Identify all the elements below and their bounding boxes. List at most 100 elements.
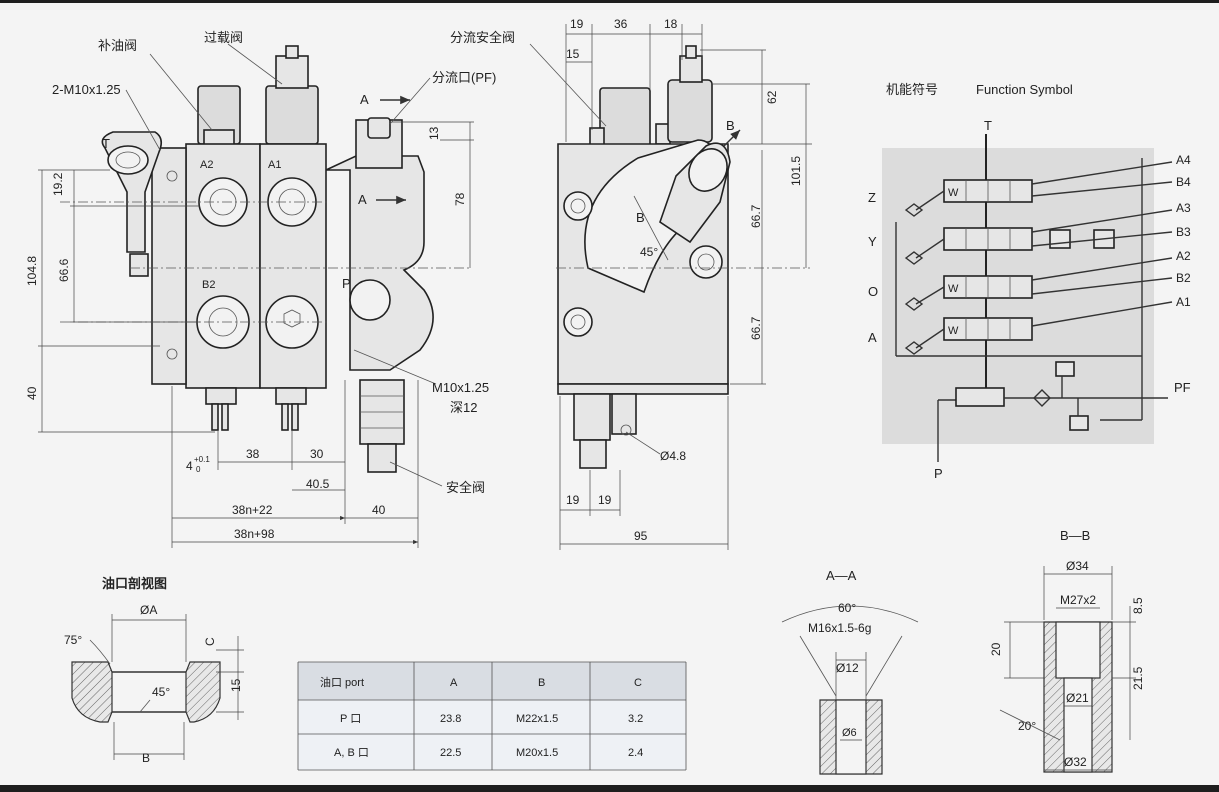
relief-valve-cap (367, 443, 397, 473)
label-function-symbol-cn: 机能符号 (886, 82, 938, 97)
symbol-spool-row-4 (915, 301, 1173, 349)
overload-valve-body (265, 85, 319, 145)
symbol-spool-row-2 (915, 209, 1173, 259)
section-a-a-angle: 60° (838, 601, 856, 615)
port-table-row-2-c: 2.4 (628, 747, 643, 759)
label-port-a-arrow: A (360, 92, 369, 107)
section-b-b-d32: Ø32 (1064, 755, 1087, 769)
t-port-bolt (129, 253, 149, 277)
dim-40-horizontal: 40 (372, 503, 386, 517)
port-section-angle-45: 45° (152, 685, 170, 699)
port-section-b: B (142, 751, 150, 765)
port-table-row-1-port: P 口 (340, 713, 361, 725)
symbol-w-1: W (948, 187, 959, 199)
t-port-opening (107, 145, 149, 175)
symbol-check-a (904, 341, 924, 355)
label-port-a-section: A (358, 192, 367, 207)
section-b-b-d21: Ø21 (1066, 691, 1089, 705)
side-overload-valve (667, 79, 713, 143)
port-table-row-1-c: 3.2 (628, 713, 643, 725)
symbol-label-a2: A2 (1176, 249, 1191, 263)
overload-valve-screw (285, 45, 299, 59)
side-port-upper (563, 191, 593, 221)
dim-30: 30 (310, 447, 324, 461)
top-border (0, 0, 1219, 3)
symbol-pf-valve (955, 387, 1005, 407)
port-b1 (265, 295, 319, 349)
section-b-b-angle-20: 20° (1018, 719, 1036, 733)
label-section-b-mid: B (636, 210, 645, 225)
port-table-row-2-port: A, B 口 (334, 747, 369, 759)
port-table-header-c: C (634, 677, 642, 689)
dim-4: 4 (186, 459, 193, 473)
side-relief-cap (579, 439, 607, 469)
symbol-label-z: Z (868, 190, 876, 205)
side-view (556, 45, 810, 469)
port-section-15: 15 (229, 678, 243, 692)
symbol-label-o: O (868, 284, 878, 299)
dim-19-bottom-1: 19 (566, 493, 580, 507)
section-b-b-d8-5: 8.5 (1131, 597, 1145, 614)
section-a-a-thread: M16x1.5-6g (808, 621, 871, 635)
section-b-b (999, 566, 1136, 773)
side-replenish-valve (599, 87, 651, 149)
label-thread-2m10: 2-M10x1.25 (52, 82, 121, 97)
symbol-label-b3: B3 (1176, 225, 1191, 239)
symbol-w-3: W (948, 283, 959, 295)
port-section-c: C (203, 637, 217, 646)
port-p (349, 279, 391, 321)
dim-95: 95 (634, 529, 648, 543)
port-section-view (71, 614, 244, 760)
dim-38n22: 38n+22 (232, 503, 273, 517)
inlet-relief-cap (355, 119, 403, 169)
label-hole-dia: Ø4.8 (660, 449, 686, 463)
dim-4-tol-dn: 0 (196, 465, 201, 474)
section-b-b-title: B—B (1060, 528, 1090, 543)
port-table (297, 661, 687, 771)
spool-1-cap (205, 387, 237, 405)
section-b-b-d21-5: 21.5 (1131, 666, 1145, 690)
bottom-border (0, 785, 1219, 792)
dim-40-5: 40.5 (306, 477, 330, 491)
port-table-header-b: B (538, 677, 545, 689)
side-port-mid (689, 245, 723, 279)
dim-78: 78 (453, 192, 467, 206)
section-a-a-d6: Ø6 (842, 727, 857, 739)
dim-36: 36 (614, 17, 628, 31)
dim-4-tol-up: +0.1 (194, 455, 210, 464)
spool-2-cap (275, 387, 307, 405)
section-b-b-thread: M27x2 (1060, 593, 1096, 607)
symbol-check-z (904, 203, 924, 217)
label-port-a1: A1 (268, 159, 281, 171)
side-overload-cap (679, 55, 703, 83)
inlet-section (325, 155, 434, 371)
port-table-header-a: A (450, 677, 458, 689)
dim-66-6: 66.6 (57, 258, 71, 282)
dim-45: 45° (640, 245, 658, 259)
front-view (60, 45, 470, 473)
section-a-a (781, 605, 919, 775)
symbol-spool-row-3 (915, 257, 1173, 305)
section-b-b-d20: 20 (989, 642, 1003, 656)
symbol-label-b4: B4 (1176, 175, 1191, 189)
left-end-plate (151, 147, 187, 385)
side-relief-body (573, 393, 611, 441)
dim-13: 13 (427, 126, 441, 140)
label-relief-valve: 安全阀 (446, 480, 485, 495)
port-table-row-2-a: 22.5 (440, 747, 461, 759)
dim-19-bottom-2: 19 (598, 493, 612, 507)
label-section-b-top: B (726, 118, 735, 133)
dim-38n98: 38n+98 (234, 527, 275, 541)
port-section-right-wall (185, 661, 221, 723)
dim-40-vertical: 40 (25, 386, 39, 400)
port-section-title: 油口剖视图 (102, 576, 167, 591)
label-overload-valve: 过载阀 (204, 30, 243, 45)
dim-15: 15 (566, 47, 580, 61)
label-thread-m10: M10x1.25 (432, 380, 489, 395)
label-port-b2: B2 (202, 279, 215, 291)
inlet-cap-nut (367, 117, 391, 139)
port-table-header-port: 油口 port (320, 675, 364, 689)
dim-19-2: 19.2 (51, 172, 65, 196)
front-view-dimensions (38, 43, 474, 548)
